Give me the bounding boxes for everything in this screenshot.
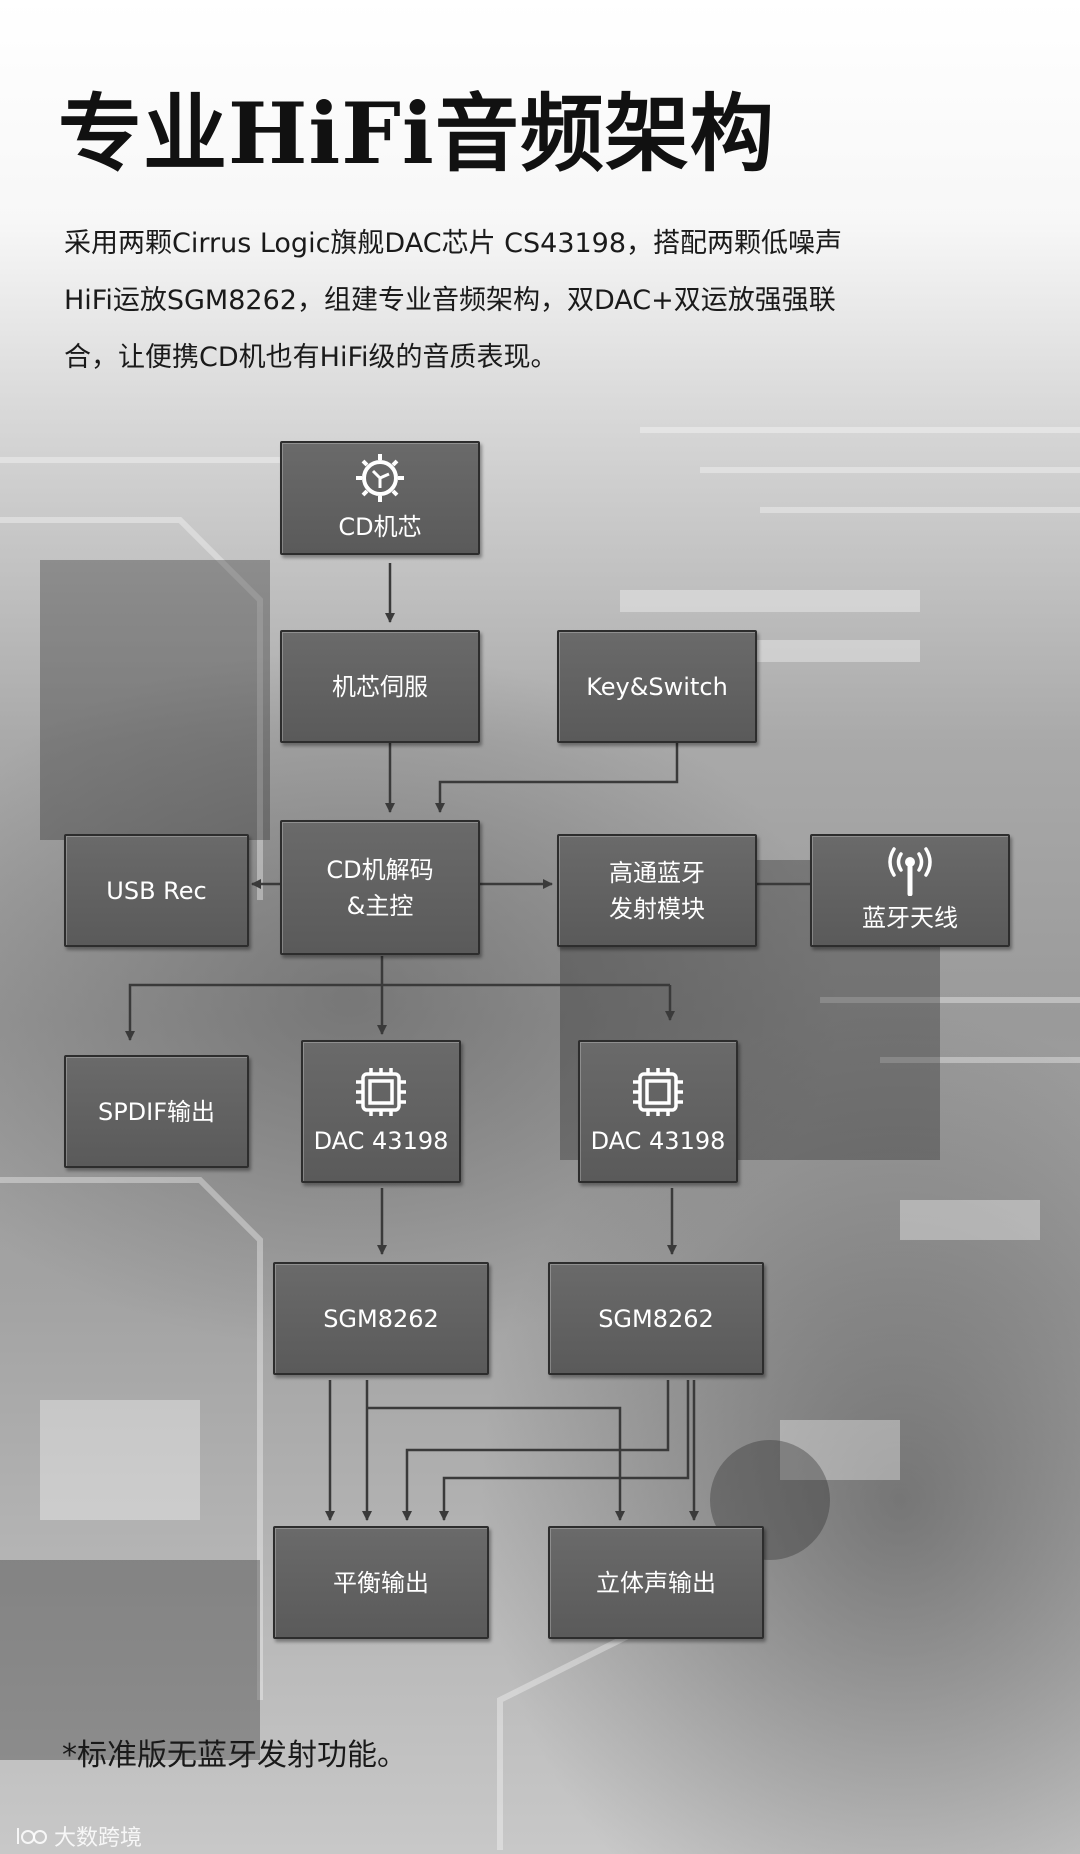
servo-block: 机芯伺服 bbox=[280, 630, 480, 743]
intro-line-1: 采用两颗Cirrus Logic旗舰DAC芯片 CS43198，搭配两颗低噪声 bbox=[64, 228, 843, 259]
antenna-icon bbox=[888, 846, 932, 896]
spdif-output-block: SPDIF输出 bbox=[64, 1055, 249, 1168]
opamp-right-label: SGM8262 bbox=[598, 1304, 714, 1333]
dac-left-block: DAC 43198 bbox=[301, 1040, 461, 1183]
watermark: 大数跨境 bbox=[14, 1820, 142, 1852]
bt-module-label-line1: 高通蓝牙 bbox=[609, 858, 705, 887]
watermark-text: 大数跨境 bbox=[54, 1826, 143, 1851]
usb-rec-block: USB Rec bbox=[64, 834, 249, 947]
wire-opampright-to-balanced-2 bbox=[439, 1380, 690, 1521]
wire-opampright-to-balanced-1 bbox=[402, 1380, 670, 1521]
key-switch-label: Key&Switch bbox=[586, 672, 728, 701]
footnote: *标准版无蓝牙发射功能。 bbox=[62, 1738, 407, 1773]
chip-icon bbox=[633, 1067, 683, 1116]
usb-rec-label: USB Rec bbox=[106, 876, 207, 905]
cd-core-label: CD机芯 bbox=[338, 513, 422, 541]
balanced-output-block: 平衡输出 bbox=[273, 1526, 489, 1639]
decoder-label-line1: CD机解码 bbox=[326, 855, 434, 884]
wire-opampleft-to-stereo bbox=[367, 1406, 625, 1521]
cd-core-block: CD机芯 bbox=[280, 441, 480, 555]
balanced-output-label: 平衡输出 bbox=[333, 1568, 429, 1597]
wire-bus-to-spdif bbox=[125, 983, 670, 1041]
decoder-label-line2: &主控 bbox=[346, 891, 414, 920]
bt-antenna-label: 蓝牙天线 bbox=[862, 903, 958, 932]
bluetooth-transmitter-block: 高通蓝牙 发射模块 bbox=[557, 834, 757, 947]
cd-mechanism-gear-icon bbox=[356, 454, 404, 502]
intro-line-3: 合，让便携CD机也有HiFi级的音质表现。 bbox=[64, 342, 558, 373]
decoder-main-control-block: CD机解码 &主控 bbox=[280, 820, 480, 955]
chip-icon bbox=[356, 1067, 406, 1116]
opamp-left-label: SGM8262 bbox=[323, 1304, 439, 1333]
dac-right-label: DAC 43198 bbox=[590, 1126, 726, 1155]
key-switch-block: Key&Switch bbox=[557, 630, 757, 743]
stereo-output-block: 立体声输出 bbox=[548, 1526, 764, 1639]
bluetooth-antenna-block: 蓝牙天线 bbox=[810, 834, 1010, 947]
spdif-label: SPDIF输出 bbox=[97, 1097, 216, 1126]
dac-right-block: DAC 43198 bbox=[578, 1040, 738, 1183]
watermark-logo-icon bbox=[17, 1828, 47, 1844]
opamp-left-block: SGM8262 bbox=[273, 1262, 489, 1375]
page-title: 专业HiFi音频架构 bbox=[58, 84, 775, 183]
dac-left-label: DAC 43198 bbox=[313, 1126, 449, 1155]
bt-module-label-line2: 发射模块 bbox=[609, 894, 705, 923]
servo-label: 机芯伺服 bbox=[332, 672, 428, 701]
stereo-output-label: 立体声输出 bbox=[596, 1568, 716, 1597]
wire-keyswitch-to-decoder bbox=[435, 743, 679, 813]
opamp-right-block: SGM8262 bbox=[548, 1262, 764, 1375]
intro-paragraph: 采用两颗Cirrus Logic旗舰DAC芯片 CS43198，搭配两颗低噪声 … bbox=[64, 215, 984, 386]
intro-line-2: HiFi运放SGM8262，组建专业音频架构，双DAC+双运放强强联 bbox=[64, 285, 836, 316]
